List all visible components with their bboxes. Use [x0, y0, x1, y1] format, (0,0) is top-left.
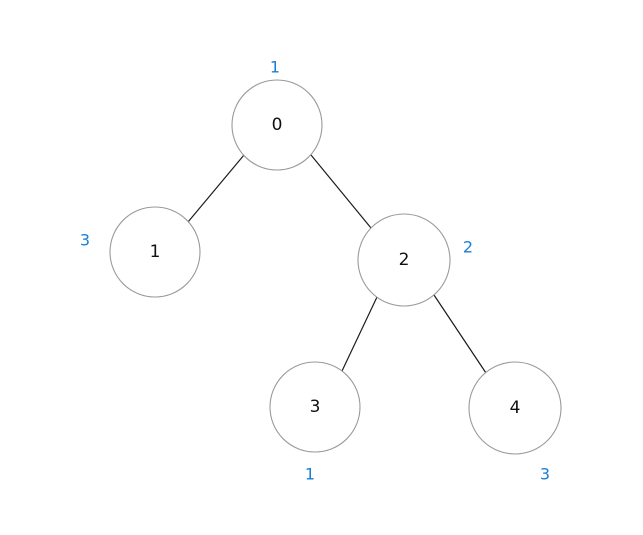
node-group-3[interactable]: 3: [269, 361, 361, 453]
node-annotation-1: 3: [80, 231, 90, 250]
node-annotation-0: 1: [270, 58, 280, 77]
node-group-2[interactable]: 2: [357, 213, 451, 307]
node-group-4[interactable]: 4: [468, 361, 562, 455]
edge-node2-to-left-child: [341, 296, 378, 372]
edge-root-to-left-child: [187, 154, 245, 223]
node-group-1[interactable]: 1: [109, 206, 201, 298]
node-label-3: 3: [310, 397, 321, 417]
edge-group: [187, 154, 487, 374]
node-group-0[interactable]: 0: [231, 79, 323, 171]
node-circle-0[interactable]: [231, 79, 323, 171]
node-annotation-3: 1: [305, 465, 315, 484]
node-label-1: 1: [150, 242, 161, 262]
node-circle-1[interactable]: [109, 206, 201, 298]
edge-root-to-right-child: [310, 154, 372, 229]
node-annotation-2: 2: [463, 238, 473, 257]
node-annotation-4: 3: [540, 465, 550, 484]
node-label-0: 0: [272, 115, 283, 135]
edge-node2-to-right-child: [433, 294, 487, 374]
node-circle-2[interactable]: [357, 213, 451, 307]
node-circle-4[interactable]: [468, 361, 562, 455]
node-circle-3[interactable]: [269, 361, 361, 453]
node-label-2: 2: [399, 250, 410, 270]
annotation-group: 1 3 2 1 3: [80, 58, 550, 484]
node-label-4: 4: [510, 398, 521, 418]
